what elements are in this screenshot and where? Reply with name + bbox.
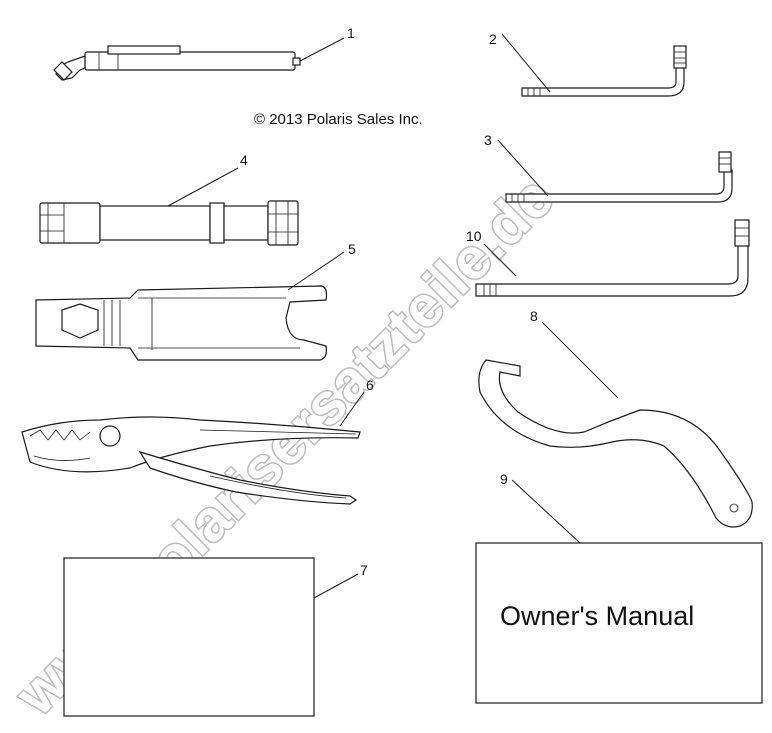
callout-2: 2 [489, 31, 497, 47]
callout-5: 5 [348, 241, 356, 257]
card-part [63, 557, 315, 717]
leader-line-1 [299, 37, 345, 62]
pliers-part [21, 416, 361, 505]
leader-line-2 [501, 33, 551, 93]
spark-plug-socket-part [39, 200, 299, 246]
callout-4: 4 [240, 152, 248, 168]
callout-10: 10 [466, 228, 482, 244]
hex-key-small-part [521, 45, 687, 97]
leader-line-9 [511, 479, 581, 544]
owners-manual-part [475, 542, 763, 704]
leader-line-5 [287, 251, 345, 291]
hex-key-large-part [475, 219, 750, 297]
callout-6: 6 [366, 377, 374, 393]
callout-7: 7 [360, 562, 368, 578]
leader-line-7 [313, 573, 359, 599]
callout-3: 3 [484, 132, 492, 148]
spanner-wrench-part [478, 359, 753, 528]
hex-key-medium-part [505, 151, 733, 203]
leader-line-10 [483, 243, 517, 277]
callout-8: 8 [530, 308, 538, 324]
tire-gauge-part [53, 45, 301, 81]
callout-9: 9 [500, 471, 508, 487]
leader-line-4 [167, 167, 239, 207]
leader-line-3 [497, 139, 549, 197]
owners-manual-label: Owner's Manual [500, 601, 694, 631]
leader-line-8 [541, 321, 619, 399]
callout-1: 1 [347, 25, 355, 41]
combination-wrench-part [35, 285, 328, 361]
leader-line-6 [339, 391, 365, 427]
copyright-text: © 2013 Polaris Sales Inc. [254, 111, 423, 128]
